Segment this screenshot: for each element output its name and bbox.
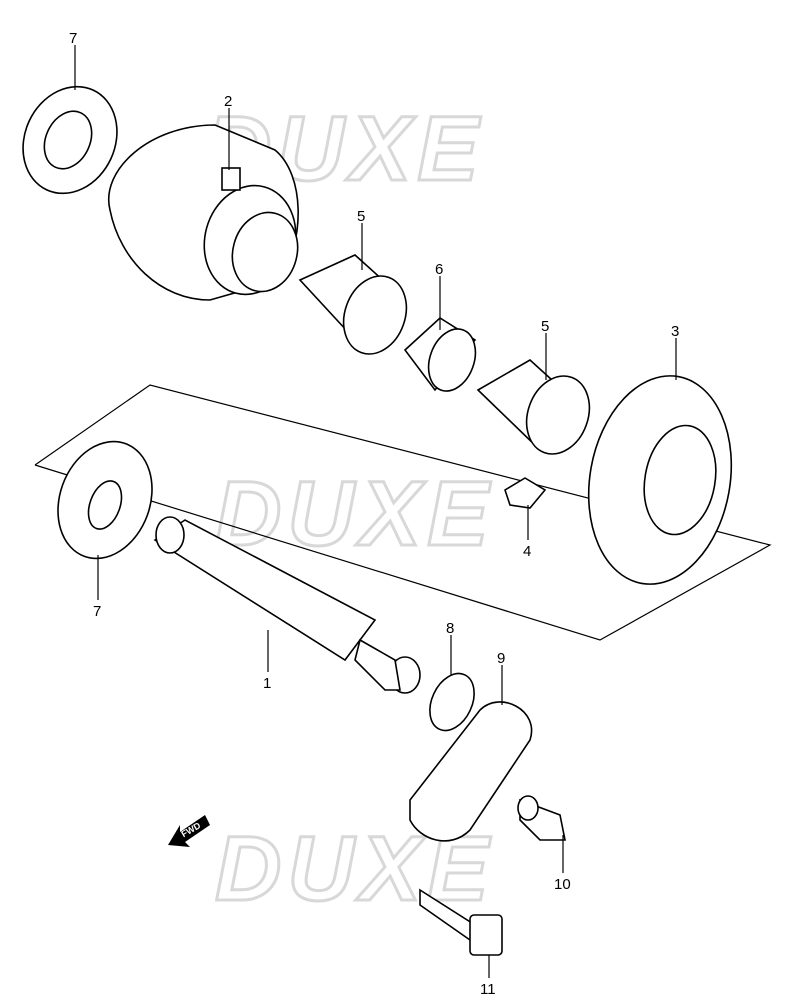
watermark: DUXE bbox=[215, 463, 495, 565]
callout-10: 10 bbox=[554, 876, 571, 893]
part-6-collar[interactable] bbox=[403, 316, 484, 398]
part-8-washer[interactable] bbox=[421, 666, 483, 737]
part-7-oil-seal-lower[interactable] bbox=[42, 428, 168, 572]
callout-6: 6 bbox=[435, 261, 443, 278]
callout-5: 5 bbox=[357, 208, 365, 225]
part-9-lever[interactable] bbox=[409, 701, 533, 842]
callout-11: 11 bbox=[480, 981, 496, 995]
fwd-arrow-icon: FWD bbox=[168, 815, 210, 847]
part-2-housing[interactable] bbox=[107, 124, 308, 305]
part-4-key[interactable] bbox=[504, 477, 547, 509]
callout-9: 9 bbox=[497, 650, 505, 667]
assembly-outline bbox=[34, 384, 772, 641]
part-7-oil-seal-top[interactable] bbox=[6, 71, 134, 209]
callout-4: 4 bbox=[523, 543, 531, 560]
callout-7: 7 bbox=[93, 603, 101, 620]
callout-3: 3 bbox=[671, 323, 679, 340]
part-5-needle-bearing[interactable] bbox=[476, 359, 600, 463]
part-3-gear[interactable] bbox=[573, 364, 747, 595]
callout-8: 8 bbox=[446, 620, 454, 637]
callout-1: 1 bbox=[263, 675, 271, 692]
part-5-needle-bearing[interactable] bbox=[298, 254, 417, 363]
callout-5: 5 bbox=[541, 318, 549, 335]
callout-7: 7 bbox=[69, 30, 77, 47]
callout-2: 2 bbox=[224, 93, 232, 110]
leader-lines bbox=[74, 45, 677, 978]
part-10-bolt[interactable] bbox=[517, 795, 566, 841]
part-1-shaft[interactable] bbox=[153, 516, 421, 694]
part-11-flange-bolt[interactable] bbox=[419, 888, 503, 956]
